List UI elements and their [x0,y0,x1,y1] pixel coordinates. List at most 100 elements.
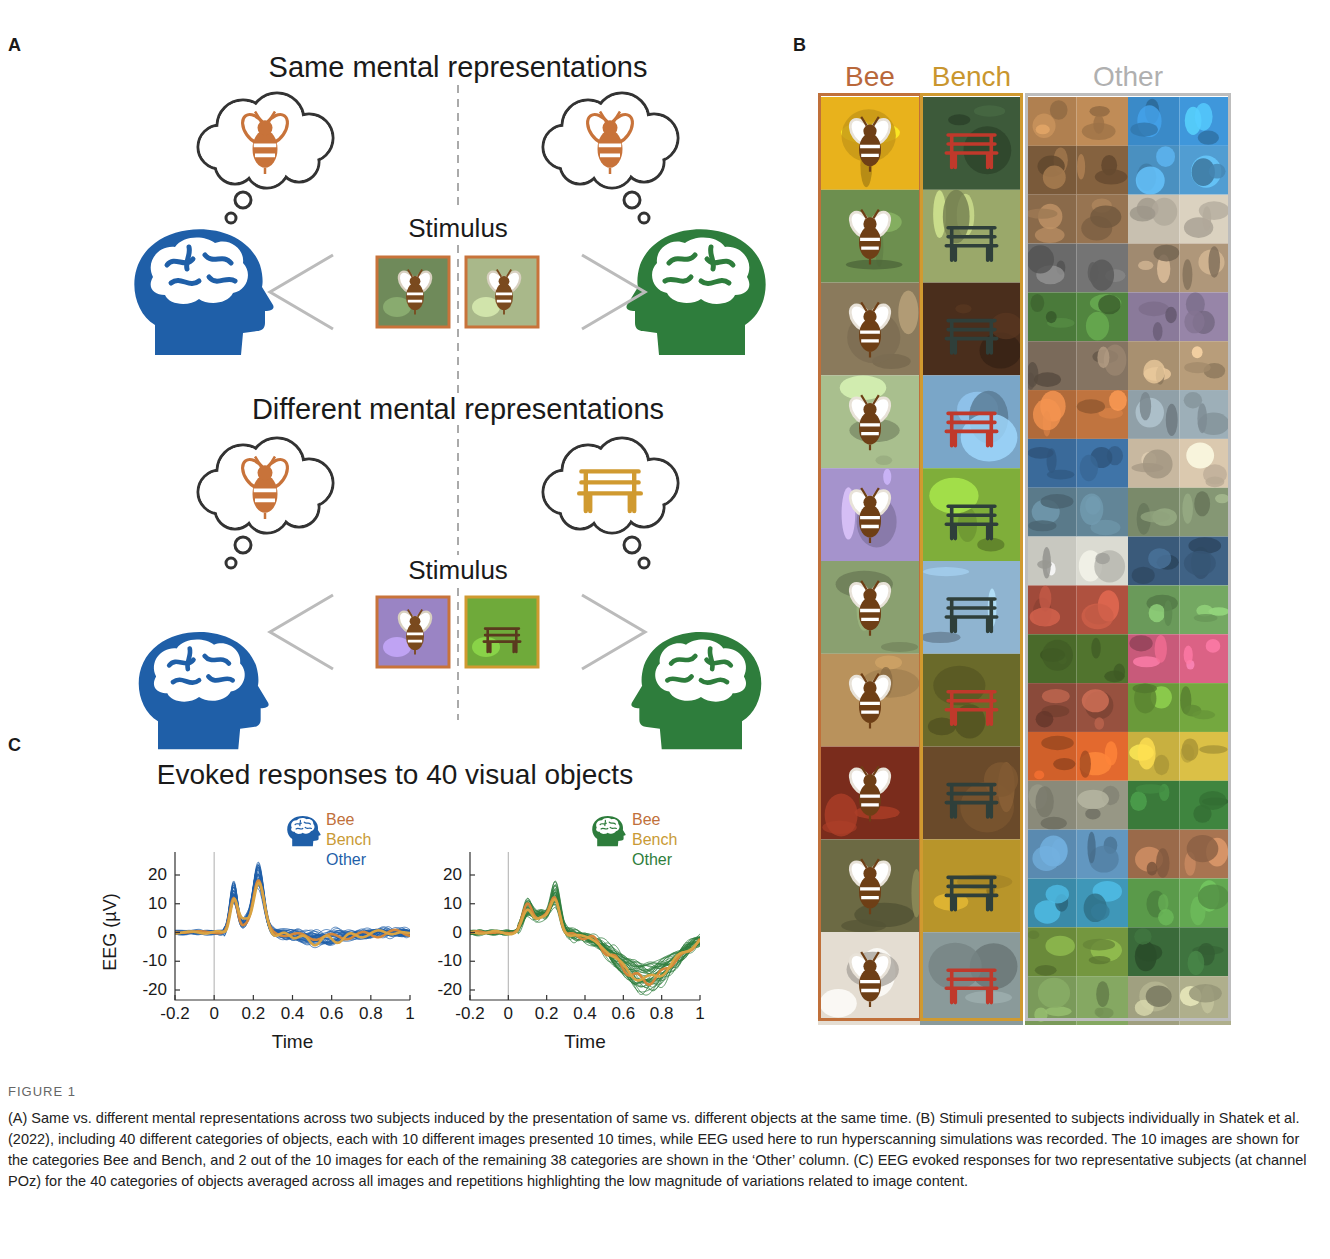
photo-texture [854,903,914,927]
photo-texture [1027,447,1053,459]
highlight-waveform [470,898,700,985]
bubble-tail [639,213,649,223]
bee-icon [846,765,894,821]
bee-antenna [861,859,879,914]
photo-texture [1186,443,1214,469]
bee-body [859,133,881,166]
bee-body [859,504,881,537]
photo-texture [1134,928,1152,944]
stimulus-photo [1025,488,1077,537]
stimulus-photo [1077,97,1129,146]
stimulus-photo [1180,878,1232,927]
photo-texture [1136,166,1165,194]
photo-texture [1035,786,1053,817]
bee-icon [237,110,292,174]
stimulus-photo [1077,341,1129,390]
photo-texture [923,567,969,576]
figure-number: FIGURE 1 [8,1085,76,1100]
stimulus-photo [1128,683,1180,732]
photo-texture [1132,567,1155,584]
stimulus-photo [1128,341,1180,390]
evoked-waveform [175,875,410,939]
tick-label: 0.8 [359,1004,383,1024]
divider-line [457,245,459,395]
stimulus-label: Stimulus [408,556,508,586]
axis-tick [623,995,624,1000]
photo-texture [842,109,896,162]
photo-texture [1184,646,1193,665]
panel-letter: A [8,35,21,56]
brain-fold [173,680,199,683]
brain-fold [205,255,231,263]
tick-label: -20 [142,980,167,1000]
stimulus-label: Stimulus [408,214,508,244]
photo-texture [1139,302,1170,317]
tick-label: 0.2 [535,1004,559,1024]
evoked-waveform [470,885,700,975]
image-column: Bench [920,61,1023,1021]
evoked-waveform [175,869,410,939]
bee-icon [237,455,292,519]
stimulus-photo [466,257,538,327]
photo-texture [1133,684,1157,694]
photo-texture [1184,362,1210,373]
head-silhouette [139,632,269,749]
bee-icon [395,608,435,654]
bench-icon [946,785,996,817]
axis-tick [175,989,180,990]
photo-texture [1053,758,1075,770]
thought-bubble [198,93,333,223]
stimulus-photo [1180,732,1232,781]
tick-label: 0.6 [320,1004,344,1024]
bubble-tail [235,192,251,208]
highlight-waveform [470,899,700,980]
stimulus-photo [818,747,922,840]
photo-texture [1154,755,1169,775]
bee-head [863,681,876,694]
photo-texture [1206,639,1221,653]
photo-texture [1094,717,1104,730]
photo-texture [1151,198,1177,226]
bubble-tail [226,558,236,568]
bee-stripe [496,294,512,301]
stimulus-photo [377,597,449,667]
photo-texture [1164,600,1172,626]
photo-texture [1130,206,1156,222]
stimulus-photo [1128,976,1180,1025]
photo-texture [1096,981,1109,1007]
bee-antenna [861,210,879,265]
brain-icon [151,237,248,304]
stimulus-photo [920,375,1023,468]
brain-fold [665,277,691,281]
stimulus-photo [1025,244,1077,293]
bench-shape [484,629,520,652]
stimulus-photo [1180,927,1232,976]
tick-label: 0.6 [612,1004,636,1024]
head-icon [287,816,320,846]
bee-head [863,217,876,230]
axis-title: EEG (µV) [100,893,121,970]
legend-text: Bee [632,811,660,829]
stimulus-photo [1128,146,1180,195]
evoked-waveform [175,880,410,936]
bench-icon [484,629,520,652]
photo-texture [1077,154,1085,180]
photo-texture [1046,885,1069,904]
photo-texture [1046,311,1057,323]
bee-head [410,276,421,287]
stimulus-photo [1077,488,1129,537]
tick-label: 0 [504,1004,513,1024]
brain-fold [667,677,691,681]
stimulus-photo [1025,341,1077,390]
bee-antenna [861,488,879,543]
bee-head [863,774,876,787]
stimulus-photo [1077,292,1129,341]
axis-tick [508,995,509,1000]
bee-stripe [860,239,880,248]
legend-text: Other [632,851,672,869]
stimulus-photo [466,597,538,667]
stimulus-photo [1128,732,1180,781]
tick-label: 1 [695,1004,704,1024]
photo-texture [1038,978,1070,1008]
